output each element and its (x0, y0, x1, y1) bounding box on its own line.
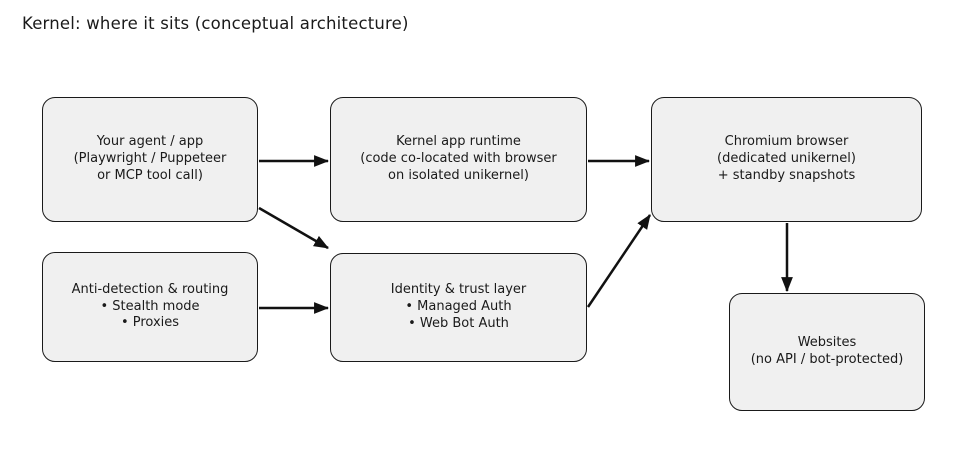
arrow-identity-to-chromium (586, 214, 652, 308)
node-text-line: • Managed Auth (405, 299, 512, 315)
node-text-line: (Playwright / Puppeteer (73, 151, 227, 167)
node-chromium-browser: Chromium browser (dedicated unikernel) +… (651, 97, 922, 222)
node-text-line: (dedicated unikernel) (717, 151, 856, 167)
node-text-line: (no API / bot-protected) (750, 352, 904, 367)
arrow-agent-to-identity (258, 206, 329, 250)
node-agent-app: Your agent / app (Playwright / Puppeteer… (42, 97, 258, 222)
node-identity-trust-layer: Identity & trust layer • Managed Auth • … (330, 253, 587, 362)
node-text-line: on isolated unikernel) (388, 167, 529, 183)
node-text-line: • Stealth mode (100, 298, 200, 314)
node-text-line: or MCP tool call) (97, 167, 203, 183)
diagram-title: Kernel: where it sits (conceptual archit… (22, 14, 409, 33)
node-kernel-app-runtime: Kernel app runtime (code co-located with… (330, 97, 587, 222)
node-text-line: Websites (797, 335, 857, 351)
node-text-line: + standby snapshots (717, 167, 856, 183)
node-text-line: Identity & trust layer (390, 282, 527, 298)
node-text-line: Anti-detection & routing (71, 281, 229, 297)
node-text-line: (code co-located with browser (360, 151, 557, 167)
node-websites: Websites (no API / bot-protected) (729, 293, 925, 411)
node-text-line: • Web Bot Auth (408, 315, 509, 331)
node-text-line: Chromium browser (724, 134, 849, 150)
node-text-line: • Proxies (120, 315, 180, 331)
node-text-line: Kernel app runtime (396, 134, 521, 150)
node-text-line: Your agent / app (96, 134, 204, 150)
node-anti-detection-routing: Anti-detection & routing • Stealth mode … (42, 252, 258, 362)
